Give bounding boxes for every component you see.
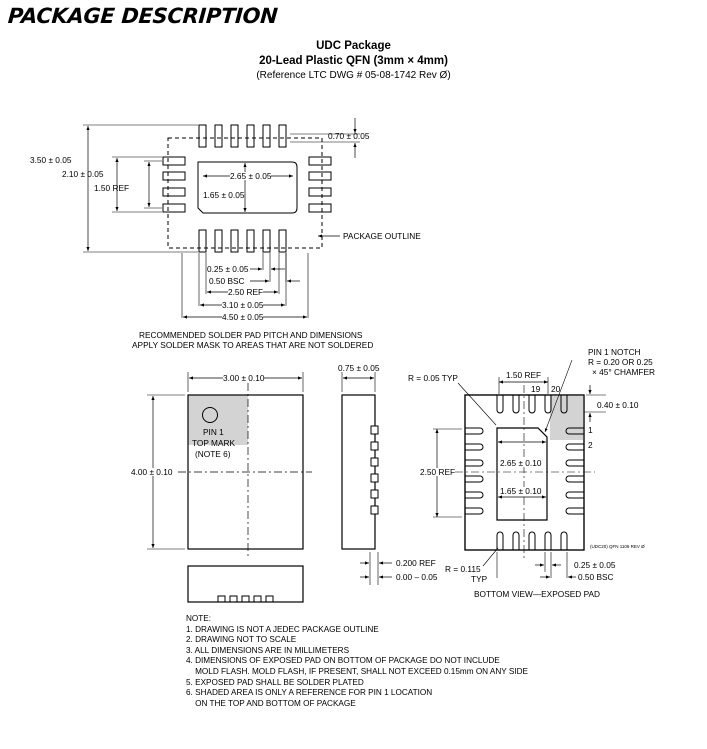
- bv-050-bsc: 0.50 BSC: [578, 572, 614, 582]
- dim-250-ref: 2.50 REF: [228, 287, 264, 297]
- bottom-view-drawing: [433, 359, 606, 579]
- top-width-dim: 3.00 ± 0.10: [223, 373, 265, 383]
- note-2: 2. DRAWING NOT TO SCALE: [186, 635, 297, 645]
- top-pads: [198, 124, 287, 148]
- dim-450: 4.50 ± 0.05: [222, 312, 264, 322]
- exposed-pad-outline: [197, 161, 298, 214]
- bv-notch-2: R = 0.20 OR 0.25: [588, 357, 653, 367]
- bv-pin1: 1: [588, 425, 593, 435]
- notes-block: NOTE: 1. DRAWING IS NOT A JEDEC PACKAGE …: [186, 614, 528, 709]
- package-reference: (Reference LTC DWG # 05-08-1742 Rev Ø): [256, 70, 451, 81]
- bottom-pins-top: [496, 395, 568, 414]
- bv-165: 1.65 ± 0.10: [500, 486, 542, 496]
- side-000: 0.00 – 0.05: [396, 572, 438, 582]
- package-outline-label: PACKAGE OUTLINE: [343, 231, 421, 241]
- bv-caption: BOTTOM VIEW—EXPOSED PAD: [474, 589, 601, 599]
- pad-caption-2: APPLY SOLDER MASK TO AREAS THAT ARE NOT …: [132, 340, 374, 350]
- notes-title: NOTE:: [186, 614, 212, 623]
- package-name: UDC Package: [316, 40, 391, 52]
- pin1-label-2: TOP MARK: [192, 438, 236, 448]
- bottom-pins-bottom: [496, 531, 568, 550]
- dim-350: 3.50 ± 0.05: [30, 155, 72, 165]
- dim-150-ref: 1.50 REF: [94, 183, 130, 193]
- note-4a: 4. DIMENSIONS OF EXPOSED PAD ON BOTTOM O…: [186, 656, 500, 666]
- bv-150-ref: 1.50 REF: [506, 370, 542, 380]
- bv-pin2: 2: [588, 440, 593, 450]
- note-1: 1. DRAWING IS NOT A JEDEC PACKAGE OUTLIN…: [186, 624, 379, 634]
- exposed-pad: [496, 427, 548, 521]
- bv-code: (UDC20) QFN 1106 REV Ø: [590, 544, 645, 549]
- pad-layout-drawing: [83, 118, 360, 319]
- note-3: 3. ALL DIMENSIONS ARE IN MILLIMETERS: [186, 645, 350, 655]
- side-view-drawing: [341, 372, 392, 585]
- bottom-pads: [198, 229, 287, 253]
- bv-pin20: 20: [551, 384, 561, 394]
- bv-r0115-a: R = 0.115: [445, 564, 481, 574]
- side-075: 0.75 ± 0.05: [338, 363, 380, 373]
- dim-265: 2.65 ± 0.05: [230, 171, 272, 181]
- bv-notch-1: PIN 1 NOTCH: [588, 347, 641, 357]
- bv-pin19: 19: [531, 384, 541, 394]
- bv-r005: R = 0.05 TYP: [408, 373, 458, 383]
- top-height-dim: 4.00 ± 0.10: [131, 467, 173, 477]
- bv-r0115-b: TYP: [471, 574, 488, 584]
- dim-310: 3.10 ± 0.05: [222, 300, 264, 310]
- bv-025: 0.25 ± 0.05: [574, 560, 616, 570]
- note-6a: 6. SHADED AREA IS ONLY A REFERENCE FOR P…: [186, 688, 433, 698]
- note-6b: ON THE TOP AND BOTTOM OF PACKAGE: [186, 698, 356, 708]
- bv-250-ref: 2.50 REF: [420, 467, 456, 477]
- pin1-label-3: (NOTE 6): [195, 449, 231, 459]
- bv-265: 2.65 ± 0.10: [500, 458, 542, 468]
- bottom-pins-right: [565, 427, 584, 515]
- pin1-dot: [202, 407, 218, 423]
- pin1-shaded-area: [188, 395, 248, 445]
- dim-165: 1.65 ± 0.05: [203, 190, 245, 200]
- note-5: 5. EXPOSED PAD SHALL BE SOLDER PLATED: [186, 677, 364, 687]
- top-view-drawing: [147, 372, 312, 603]
- pad-caption-1: RECOMMENDED SOLDER PAD PITCH AND DIMENSI…: [139, 330, 363, 340]
- package-lead: 20-Lead Plastic QFN (3mm × 4mm): [259, 55, 448, 67]
- dim-050-bsc: 0.50 BSC: [209, 276, 245, 286]
- note-4b: MOLD FLASH. MOLD FLASH, IF PRESENT, SHAL…: [186, 666, 528, 676]
- bottom-pins-left: [465, 427, 484, 515]
- right-pads: [308, 156, 332, 213]
- dim-070: 0.70 ± 0.05: [328, 131, 370, 141]
- dim-210: 2.10 ± 0.05: [62, 169, 104, 179]
- left-pads: [162, 156, 186, 213]
- dim-025: 0.25 ± 0.05: [207, 264, 249, 274]
- bv-040: 0.40 ± 0.10: [597, 400, 639, 410]
- pin1-label-1: PIN 1: [203, 427, 224, 437]
- bv-notch-3: × 45° CHAMFER: [592, 367, 656, 377]
- side-0200-ref: 0.200 REF: [396, 558, 436, 568]
